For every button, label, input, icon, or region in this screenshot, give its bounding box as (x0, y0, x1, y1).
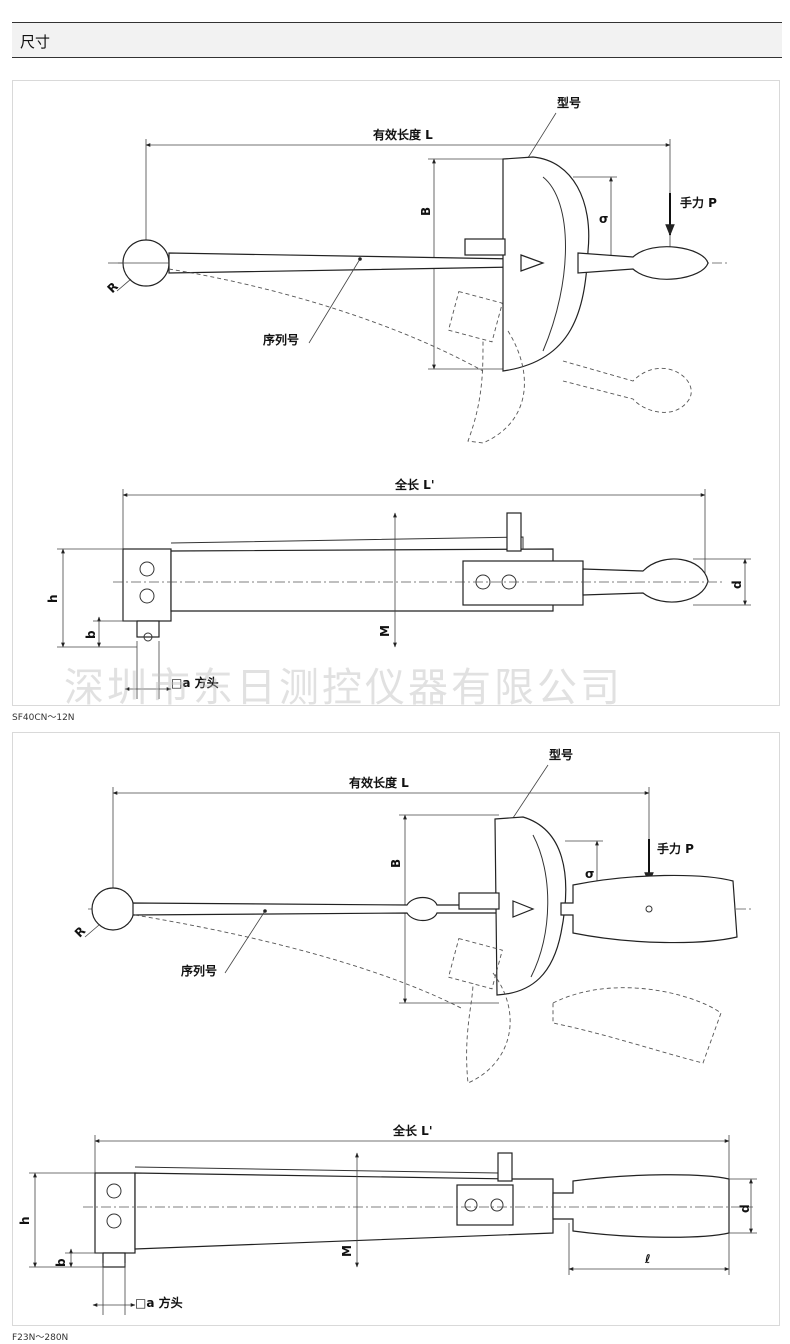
R-label: R (72, 924, 88, 940)
b-label: b (84, 630, 98, 639)
B-label: B (389, 859, 403, 868)
d-label: d (738, 1204, 752, 1213)
square-drive-label: □a 方头 (171, 675, 219, 690)
watermark-text: 深圳市东日测控仪器有限公司 (64, 665, 623, 711)
B-label: B (419, 207, 433, 216)
hand-force-label: 手力 P (680, 195, 717, 210)
serial-label: 序列号 (181, 963, 217, 978)
square-drive-label: □a 方头 (135, 1295, 183, 1310)
caption-f23n: F23N～280N (12, 1333, 69, 1343)
model-label: 型号 (549, 747, 573, 762)
sigma-label: σ (599, 212, 608, 226)
arc-scale (502, 156, 590, 372)
hand-force-label: 手力 P (657, 841, 694, 856)
section-header: 尺寸 (12, 22, 782, 58)
grip-handle (560, 874, 738, 944)
effective-length-label: 有效长度 L (349, 775, 409, 790)
effective-length-label: 有效长度 L (373, 127, 433, 142)
diagram-panel-sf40cn: 有效长度 L 型号 B σ 手力 P R (12, 80, 780, 706)
wrench-drawing-f23n: 有效长度 L 型号 B σ 手力 P R 序列号 (18, 747, 757, 1315)
M-label: M (378, 625, 392, 637)
sigma-label: σ (585, 867, 594, 881)
h-label: h (18, 1216, 32, 1225)
model-label: 型号 (557, 95, 581, 110)
section-title: 尺寸 (20, 33, 51, 51)
R-label: R (105, 279, 121, 295)
caption-sf40cn: SF40CN～12N (12, 713, 75, 723)
serial-label: 序列号 (263, 332, 299, 347)
head-block (122, 548, 172, 622)
total-length-label: 全长 L' (392, 1123, 433, 1138)
h-label: h (46, 594, 60, 603)
grip-handle (577, 246, 709, 280)
beam (168, 252, 519, 274)
b-label: b (54, 1258, 68, 1267)
grip-length-label: ℓ (644, 1252, 651, 1266)
diagram-panel-f23n: 有效长度 L 型号 B σ 手力 P R 序列号 (12, 732, 780, 1326)
d-label: d (730, 580, 744, 589)
wrench-drawing-sf40cn: 有效长度 L 型号 B σ 手力 P R (46, 95, 751, 699)
M-label: M (340, 1245, 354, 1257)
total-length-label: 全长 L' (394, 477, 435, 492)
side-beam (170, 548, 554, 612)
